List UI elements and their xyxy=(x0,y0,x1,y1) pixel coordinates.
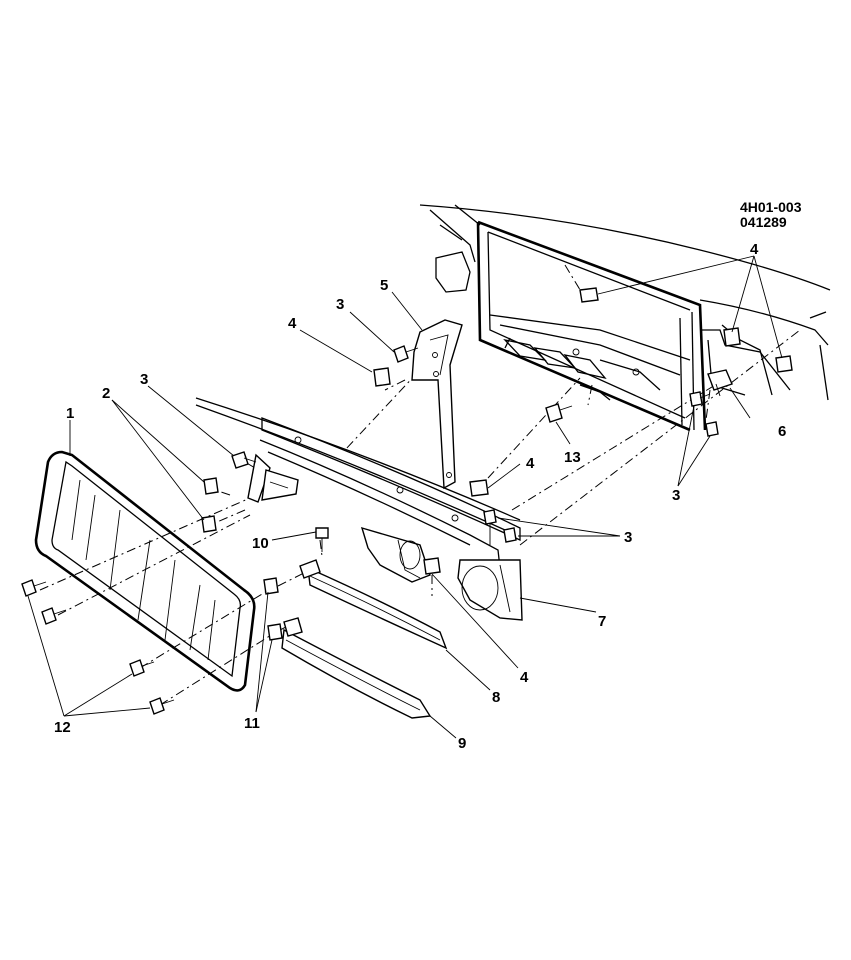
callouts: 1 2 3 3 3 3 4 4 4 4 5 6 7 8 9 10 11 12 1… xyxy=(54,241,786,752)
molding-8 xyxy=(299,559,448,650)
callout-10: 10 xyxy=(252,535,269,552)
callout-11: 11 xyxy=(244,715,260,732)
bolt-icon xyxy=(705,421,719,437)
bolt-icon xyxy=(545,403,573,423)
grille-1 xyxy=(34,450,256,692)
screw-icon xyxy=(21,579,47,597)
bracket-6 xyxy=(707,369,733,397)
clip-icon xyxy=(373,367,391,387)
bolt-icon xyxy=(689,391,711,407)
nut-icon xyxy=(263,577,279,595)
nut-icon xyxy=(201,515,217,533)
callout-6: 6 xyxy=(778,423,786,440)
callout-1: 1 xyxy=(66,405,74,422)
callout-3: 3 xyxy=(672,487,680,504)
filler-panel-9 xyxy=(281,617,432,719)
nut-icon xyxy=(203,477,219,495)
screw-icon xyxy=(149,697,175,715)
callout-4: 4 xyxy=(288,315,297,332)
bolt-icon xyxy=(393,345,419,363)
callout-4: 4 xyxy=(750,241,759,258)
support-brace-5 xyxy=(411,319,463,490)
callout-4: 4 xyxy=(520,669,529,686)
callout-13: 13 xyxy=(564,449,581,466)
callout-4: 4 xyxy=(526,455,535,472)
nut-icon xyxy=(267,623,283,641)
leader-lines xyxy=(27,255,783,739)
clip-icon xyxy=(423,557,441,575)
vehicle-front-body xyxy=(419,204,831,432)
bolt-icon xyxy=(315,527,329,552)
upper-tie-bar xyxy=(195,397,523,621)
callout-7: 7 xyxy=(598,613,606,630)
figure-codes: 4H01-003 041289 xyxy=(740,199,802,230)
callout-3: 3 xyxy=(336,296,344,313)
alignment-lines xyxy=(39,264,801,706)
callout-9: 9 xyxy=(458,735,466,752)
figure-date-code: 041289 xyxy=(740,214,787,230)
screw-icon xyxy=(41,607,67,625)
callout-5: 5 xyxy=(380,277,388,294)
clip-icon xyxy=(579,287,599,303)
bolt-icon xyxy=(231,451,257,469)
callout-3: 3 xyxy=(624,529,632,546)
callout-2: 2 xyxy=(102,385,110,402)
bolt-icon xyxy=(503,527,517,543)
fasteners xyxy=(21,287,793,715)
screw-icon xyxy=(129,659,155,677)
figure-code: 4H01-003 xyxy=(740,199,802,215)
callout-3: 3 xyxy=(140,371,148,388)
callout-12: 12 xyxy=(54,719,71,736)
clip-icon xyxy=(469,479,489,497)
clip-icon xyxy=(775,355,793,373)
callout-8: 8 xyxy=(492,689,500,706)
bolt-icon xyxy=(483,509,497,545)
